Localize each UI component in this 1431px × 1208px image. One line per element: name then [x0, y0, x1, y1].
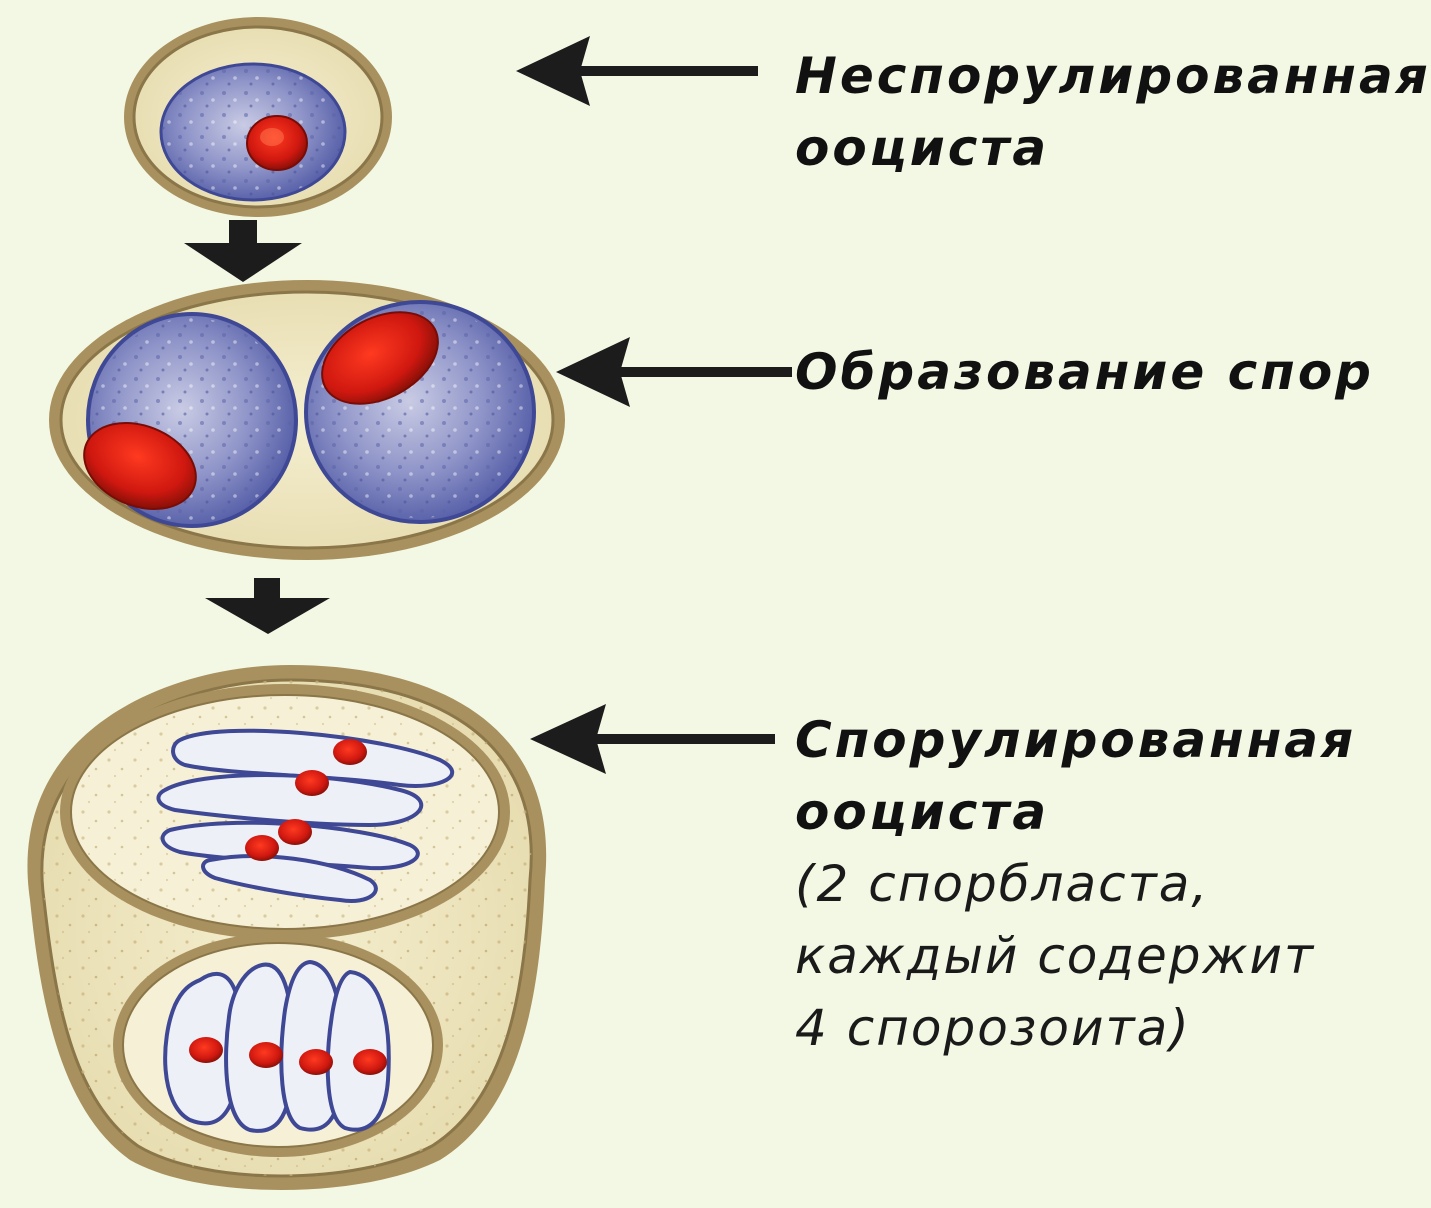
- sporozoite-nucleus: [245, 835, 279, 861]
- arrow-down-1-icon: [184, 220, 302, 282]
- sporozoite-nucleus: [353, 1049, 387, 1075]
- arrow-left-3-icon: [530, 704, 775, 774]
- label-note: каждый содержит: [795, 920, 1356, 992]
- label-line: Спорулированная: [795, 704, 1356, 776]
- sporozoite-nucleus: [278, 819, 312, 845]
- label-note: 4 спорозоита): [795, 992, 1356, 1064]
- sporozoite-nucleus: [249, 1042, 283, 1068]
- sporulated-oocyst: [27, 665, 546, 1190]
- label-spore-formation: Образование спор: [795, 336, 1374, 408]
- arrow-left-1-icon: [516, 36, 758, 106]
- label-line: ооциста: [795, 776, 1356, 848]
- label-sporulated-oocyst: Спорулированная ооциста (2 спорбласта, к…: [795, 704, 1356, 1064]
- sporozoite-nucleus: [299, 1049, 333, 1075]
- sporozoite-nucleus: [295, 770, 329, 796]
- spore-forming-oocyst: [49, 280, 565, 560]
- arrow-left-2-icon: [556, 337, 792, 407]
- arrow-down-2-icon: [205, 578, 330, 634]
- sporocyst-lower: [113, 933, 443, 1157]
- sporozoite-nucleus: [333, 739, 367, 765]
- label-unsporulated-oocyst: Неспорулированная ооциста: [795, 40, 1431, 184]
- label-line: Образование спор: [795, 336, 1374, 408]
- sporocyst-upper: [60, 684, 510, 940]
- sporozoite: [328, 972, 389, 1130]
- label-line: Неспорулированная: [795, 40, 1431, 112]
- sporozoite-nucleus: [189, 1037, 223, 1063]
- label-note: (2 спорбласта,: [795, 848, 1356, 920]
- unsporulated-oocyst: [124, 17, 392, 217]
- label-line: ооциста: [795, 112, 1431, 184]
